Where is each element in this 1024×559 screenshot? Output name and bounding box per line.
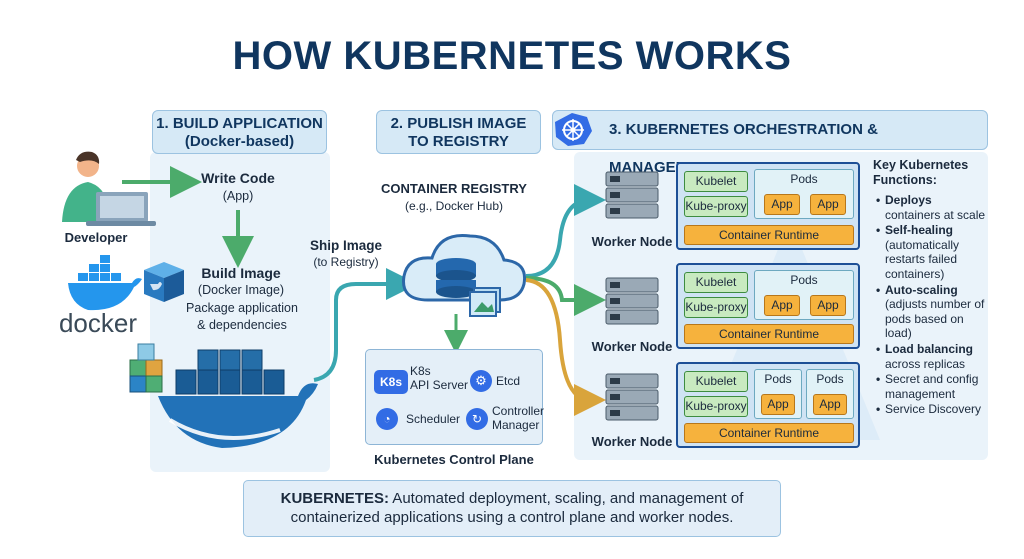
step2-header: 2. PUBLISH IMAGE TO REGISTRY	[376, 110, 541, 154]
summary-line1: KUBERNETES: Automated deployment, scalin…	[244, 489, 780, 508]
scheduler-label: Scheduler	[406, 412, 461, 426]
worker-server-icon-1	[605, 171, 659, 219]
api-server-line2: API Server	[410, 378, 469, 392]
arrow-ship-image	[313, 268, 418, 382]
pods-label: Pods	[764, 372, 792, 386]
kubernetes-logo-icon	[555, 113, 592, 146]
write-code-sub: (App)	[222, 189, 254, 203]
api-server-label: K8s API Server	[410, 364, 470, 392]
kubelet-chip: Kubelet	[684, 272, 748, 293]
step1-header-line2: (Docker-based)	[184, 133, 295, 150]
worker-node-label-3: Worker Node	[591, 434, 673, 449]
api-server-line1: K8s	[410, 364, 431, 378]
app-chip: App	[810, 194, 846, 215]
step1-header: 1. BUILD APPLICATION (Docker-based)	[152, 110, 327, 154]
function-item: Auto-scaling(adjusts number of pods base…	[876, 283, 988, 341]
function-item: Service Discovery	[876, 402, 988, 417]
registry-sub: (e.g., Docker Hub)	[404, 199, 504, 213]
function-item-bold: Self-healing	[885, 223, 954, 238]
functions-title: Key Kubernetes Functions:	[873, 158, 968, 188]
arrow-to-worker-1	[525, 184, 606, 278]
worker-server-icon-3	[605, 373, 659, 421]
controller-manager-label: Controller Manager	[492, 404, 544, 432]
pods-label: Pods	[790, 172, 818, 186]
summary-box: KUBERNETES: Automated deployment, scalin…	[243, 480, 781, 537]
worker-node-label-2: Worker Node	[591, 339, 673, 354]
function-item-text: (automatically restarts failed container…	[885, 237, 960, 281]
functions-title-line1: Key Kubernetes	[873, 158, 969, 172]
ship-image-sub: (to Registry)	[313, 255, 379, 269]
worker-server-icon-2	[605, 277, 659, 325]
etcd-label: Etcd	[496, 374, 521, 388]
write-code-label: Write Code	[201, 170, 275, 186]
function-item-bold: Deploys	[885, 193, 932, 207]
step2-header-line2: TO REGISTRY	[408, 133, 509, 150]
build-image-sub: (Docker Image)	[197, 283, 285, 297]
ship-image-label: Ship Image	[309, 238, 382, 253]
container-runtime-chip: Container Runtime	[684, 324, 854, 344]
step2-header-line1: 2. PUBLISH IMAGE	[390, 115, 527, 132]
container-runtime-chip: Container Runtime	[684, 423, 854, 443]
package-line1: Package application	[186, 301, 298, 315]
docker-image-cube-icon	[144, 262, 184, 302]
controller-icon: ↻	[466, 408, 488, 430]
build-image-label: Build Image	[201, 265, 281, 281]
package-line2: & dependencies	[197, 318, 287, 332]
controller-line2: Manager	[492, 418, 540, 432]
function-item: Self-healing(automatically restarts fail…	[876, 223, 988, 281]
page-title: HOW KUBERNETES WORKS	[232, 34, 792, 78]
summary-bold: KUBERNETES:	[280, 490, 389, 507]
developer-icon	[62, 151, 156, 226]
container-runtime-chip: Container Runtime	[684, 225, 854, 245]
docker-whale-logo-icon	[68, 255, 142, 311]
kube-proxy-chip: Kube-proxy	[684, 297, 748, 318]
worker-node-box-1: Kubelet Kube-proxy Pods App App Containe…	[676, 162, 860, 250]
developer-label: Developer	[64, 230, 128, 245]
control-plane-panel: K8s K8s API Server ⚙ Etcd ◔ Scheduler ↻ …	[365, 349, 544, 445]
scheduler-icon: ◔	[376, 408, 398, 430]
app-chip: App	[761, 394, 795, 415]
function-item-text: Secret and config management	[885, 372, 979, 401]
controller-line1: Controller	[492, 404, 545, 418]
function-item-text: across replicas	[885, 356, 966, 371]
pods-label: Pods	[790, 273, 818, 287]
control-plane-title: Kubernetes Control Plane	[374, 452, 534, 467]
worker-node-box-3: Kubelet Kube-proxy Pods Pods App App Con…	[676, 362, 860, 448]
function-item-bold: Auto-scaling	[885, 282, 958, 297]
step3-header: 3. KUBERNETES ORCHESTRATION & MANAGEMENT	[552, 110, 988, 176]
function-item-text: containers at scale	[885, 207, 986, 222]
kubelet-chip: Kubelet	[684, 371, 748, 392]
kube-proxy-chip: Kube-proxy	[684, 396, 748, 417]
kube-proxy-chip: Kube-proxy	[684, 196, 748, 217]
app-chip: App	[764, 295, 800, 316]
functions-title-line2: Functions:	[873, 173, 937, 187]
kubelet-chip: Kubelet	[684, 171, 748, 192]
docker-whale-containers-icon	[129, 343, 318, 448]
function-item: Secret and config management	[876, 372, 988, 401]
function-item-text: (adjusts number of pods based on load)	[885, 297, 985, 341]
worker-node-box-2: Kubelet Kube-proxy Pods App App Containe…	[676, 263, 860, 349]
summary-line1-text: Automated deployment, scaling, and manag…	[388, 490, 744, 507]
cloud-registry-icon	[402, 233, 527, 317]
function-item-bold: Load balancing	[885, 341, 974, 356]
arrow-to-worker-2	[525, 276, 606, 316]
pods-label: Pods	[816, 372, 844, 386]
arrow-to-worker-3	[525, 278, 606, 416]
k8s-badge: K8s	[374, 370, 408, 394]
summary-line2: containerized applications using a contr…	[290, 509, 734, 526]
function-item-text: Service Discovery	[885, 402, 982, 417]
step1-header-line1: 1. BUILD APPLICATION	[156, 115, 323, 132]
etcd-icon: ⚙	[470, 370, 492, 392]
app-chip: App	[764, 194, 800, 215]
app-chip: App	[813, 394, 847, 415]
registry-title: CONTAINER REGISTRY	[381, 181, 527, 196]
app-chip: App	[810, 295, 846, 316]
worker-node-label-1: Worker Node	[591, 234, 673, 249]
docker-logo-text: docker	[58, 308, 138, 338]
